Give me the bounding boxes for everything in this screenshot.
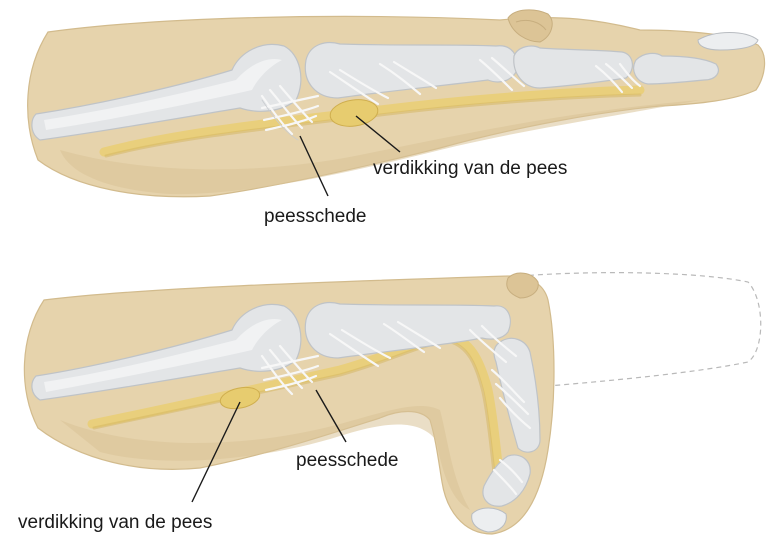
bottom-sheath-label: peesschede <box>296 450 398 471</box>
top-thickening-label: verdikking van de pees <box>373 158 567 179</box>
bottom-finger-illustration <box>24 273 554 534</box>
top-sheath-label: peesschede <box>264 206 366 227</box>
bottom-thickening-label: verdikking van de pees <box>18 512 212 533</box>
extended-finger-ghost-outline <box>520 273 761 386</box>
